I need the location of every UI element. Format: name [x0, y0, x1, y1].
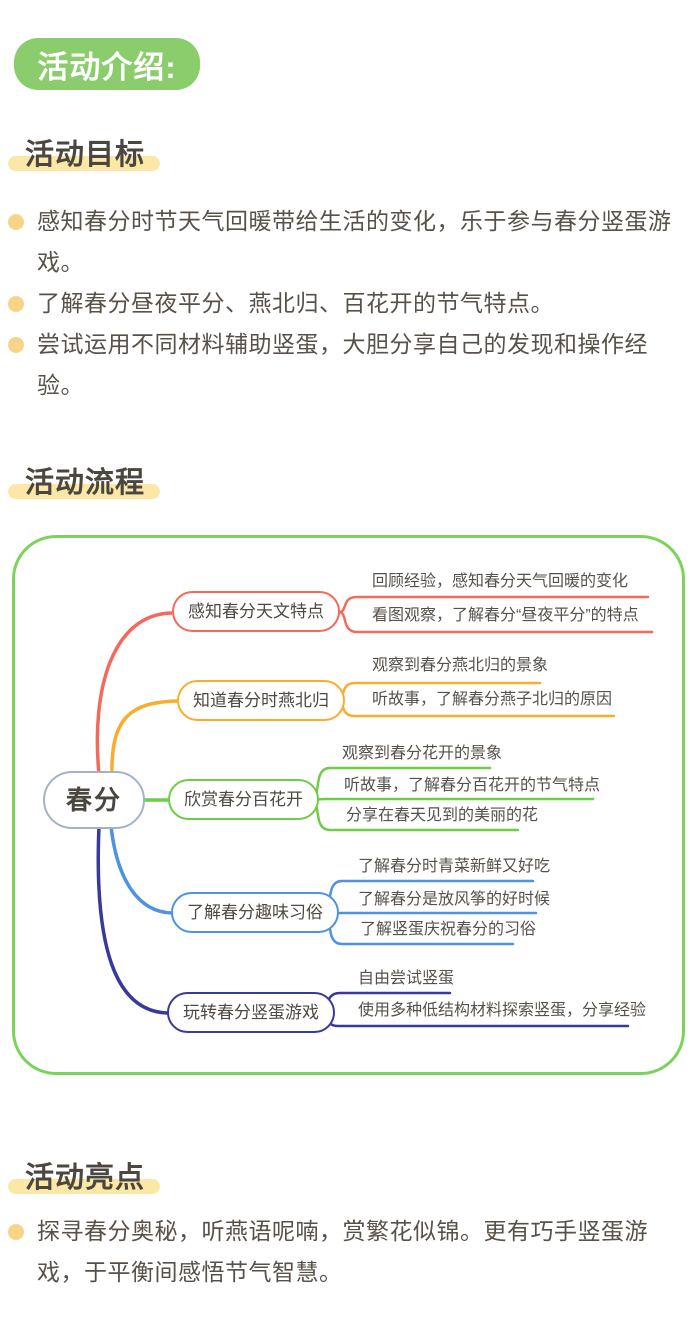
title-highlight [8, 156, 160, 171]
bullet-dot [8, 214, 24, 230]
list-item: 尝试运用不同材料辅助竖蛋，大胆分享自己的发现和操作经验。 [8, 324, 686, 406]
title-highlight [8, 484, 160, 499]
highlights-bullet-list: 探寻春分奥秘，听燕语呢喃，赏繁花似锦。更有巧手竖蛋游戏，于平衡间感悟节气智慧。 [8, 1211, 686, 1293]
bullet-text: 探寻春分奥秘，听燕语呢喃，赏繁花似锦。更有巧手竖蛋游戏，于平衡间感悟节气智慧。 [37, 1218, 648, 1285]
highlights-section-title: 活动亮点 [8, 1154, 160, 1200]
bullet-dot [8, 1224, 24, 1240]
bullet-text: 感知春分时节天气回暖带给生活的变化，乐于参与春分竖蛋游戏。 [37, 208, 672, 275]
mindmap-leaf: 了解春分时青菜新鲜又好吃 [358, 858, 551, 875]
goals-section-title: 活动目标 [8, 131, 160, 177]
bullet-text: 了解春分昼夜平分、燕北归、百花开的节气特点。 [37, 290, 554, 316]
mindmap-branch-node: 欣赏春分百花开 [168, 779, 319, 820]
mindmap-leaf: 了解春分是放风筝的好时候 [358, 891, 551, 908]
title-highlight [8, 1179, 160, 1194]
mindmap-leaf: 听故事，了解春分燕子北归的原因 [372, 691, 613, 708]
bullet-dot [8, 337, 24, 353]
goals-bullet-list: 感知春分时节天气回暖带给生活的变化，乐于参与春分竖蛋游戏。 了解春分昼夜平分、燕… [8, 201, 686, 406]
section-title-text: 活动亮点 [25, 1162, 146, 1194]
list-item: 了解春分昼夜平分、燕北归、百花开的节气特点。 [8, 283, 686, 324]
mindmap-branch-node: 感知春分天文特点 [172, 591, 340, 632]
mindmap-leaf: 听故事，了解春分百花开的节气特点 [344, 777, 601, 794]
mindmap-leaf: 分享在春天见到的美丽的花 [346, 807, 539, 824]
mindmap-branch-node: 玩转春分竖蛋游戏 [167, 992, 335, 1033]
section-title-text: 活动流程 [25, 467, 146, 499]
list-item: 感知春分时节天气回暖带给生活的变化，乐于参与春分竖蛋游戏。 [8, 201, 686, 283]
bullet-dot [8, 296, 24, 312]
mindmap-leaf: 了解竖蛋庆祝春分的习俗 [360, 921, 537, 938]
mindmap-leaf: 使用多种低结构材料探索竖蛋，分享经验 [358, 1002, 647, 1019]
mindmap-root-node: 春分 [43, 771, 146, 829]
mindmap-leaf: 自由尝试竖蛋 [358, 970, 455, 987]
mindmap-leaf: 回顾经验，感知春分天气回暖的变化 [372, 573, 629, 590]
bullet-text: 尝试运用不同材料辅助竖蛋，大胆分享自己的发现和操作经验。 [37, 331, 648, 398]
mindmap-branch-node: 知道春分时燕北归 [177, 680, 345, 721]
mindmap-branch-node: 了解春分趣味习俗 [171, 892, 339, 933]
intro-badge: 活动介绍: [14, 38, 200, 90]
mindmap-leaf: 观察到春分燕北归的景象 [372, 657, 549, 674]
list-item: 探寻春分奥秘，听燕语呢喃，赏繁花似锦。更有巧手竖蛋游戏，于平衡间感悟节气智慧。 [8, 1211, 686, 1293]
mindmap-leaf: 观察到春分花开的景象 [342, 745, 503, 762]
section-title-text: 活动目标 [25, 139, 146, 171]
flow-section-title: 活动流程 [8, 459, 160, 505]
mindmap-leaf: 看图观察，了解春分“昼夜平分”的特点 [372, 607, 639, 624]
